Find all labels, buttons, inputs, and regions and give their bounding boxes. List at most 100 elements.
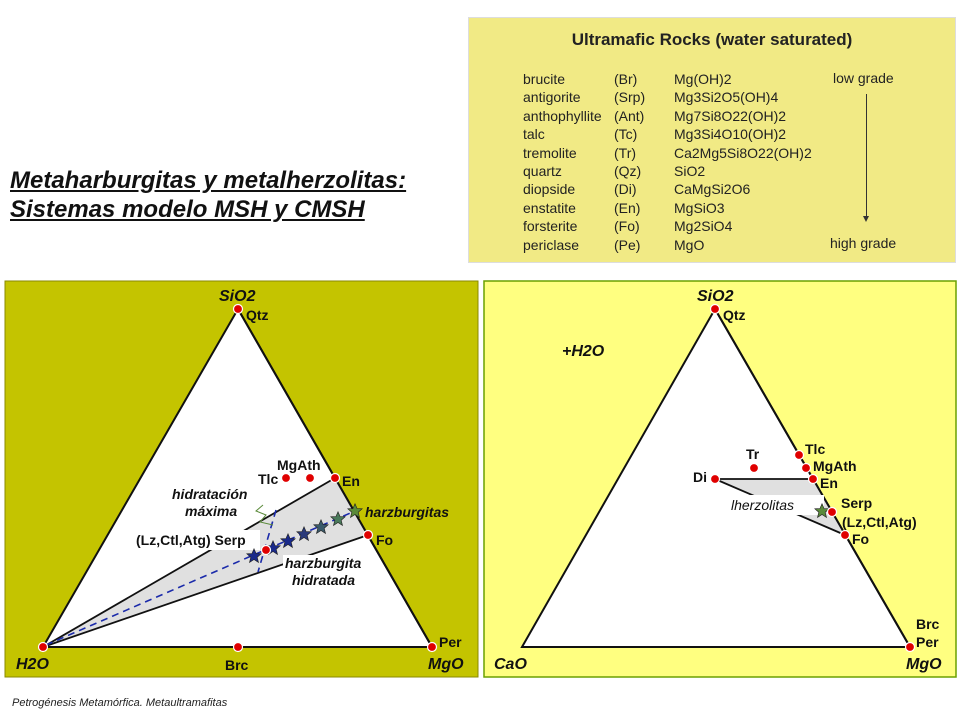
apex-mgo: MgO [428, 656, 464, 673]
slide-title-line1: Metaharburgitas y metalherzolitas: [10, 167, 407, 194]
label-brc: Brc [916, 616, 940, 632]
lherzolitas-label-bg [728, 495, 824, 515]
cmsh-phase-points [709, 303, 916, 653]
mineral-name: diopside [523, 181, 576, 198]
mineral-formula: Mg2SiO4 [674, 218, 733, 235]
label-qtz: Qtz [723, 307, 746, 323]
label-hidratacion: hidratación [172, 486, 247, 502]
point-h2o [37, 641, 49, 653]
label-lherzolitas: lherzolitas [731, 497, 794, 513]
mineral-name: periclase [523, 236, 580, 253]
mineral-abbr: (En) [614, 199, 641, 216]
mineral-abbr: (Br) [614, 71, 638, 87]
label-mgath: MgAth [813, 458, 857, 474]
mineral-name: quartz [523, 163, 562, 179]
label-tlc: Tlc [258, 471, 278, 487]
label-harzburgita: harzburgita [285, 555, 361, 571]
grade-arrow-icon [863, 94, 869, 222]
label-qtz: Qtz [246, 307, 269, 323]
label-per: Per [439, 634, 462, 650]
point-tr [748, 462, 760, 474]
low-grade-label: low grade [833, 70, 894, 86]
mineral-name: anthophyllite [523, 107, 602, 124]
point-per [904, 641, 916, 653]
h2o-en-tieline [42, 477, 336, 648]
mineral-formula: SiO2 [674, 163, 706, 179]
mineral-abbr: (Tc) [614, 126, 638, 143]
point-en [807, 473, 819, 485]
apex-h2o: H2O [16, 656, 49, 673]
mineral-abbr: (Pe) [614, 236, 641, 253]
apex-mgo: MgO [906, 656, 942, 673]
point-serp [260, 544, 272, 556]
mineral-abbr: (Ant) [614, 107, 645, 124]
point-mgath [304, 472, 316, 484]
leader-line [255, 504, 274, 526]
mineral-formula: Ca2Mg5Si8O22(OH)2 [674, 144, 812, 161]
mineral-abbr: (Tr) [614, 144, 637, 161]
footer-text: Petrogénesis Metamórfica. Metaultramafit… [12, 697, 228, 709]
point-tlc [280, 472, 292, 484]
mineral-name: brucite [523, 71, 566, 87]
plus-h2o-note: +H2O [562, 343, 605, 360]
label-fo: Fo [376, 532, 393, 548]
msh-phase-points [37, 303, 438, 653]
hidratada-label-bg [283, 555, 378, 575]
label-en: En [820, 475, 838, 491]
high-grade-label: high grade [830, 235, 897, 251]
label-maxima: máxima [185, 503, 237, 519]
mineral-name: antigorite [523, 89, 581, 106]
label-serp: (Lz,Ctl,Atg) Serp [136, 532, 246, 548]
mineral-name: forsterite [523, 218, 578, 235]
cmsh-diagram: SiO2 CaO MgO +H2O Qtz Tr Di Tlc MgAth En… [483, 280, 957, 678]
mineral-formula: MgSiO3 [674, 199, 725, 216]
slide-title-line2: Sistemas modelo MSH y CMSH [10, 196, 365, 223]
point-fo [362, 529, 374, 541]
apex-sio2: SiO2 [697, 288, 734, 305]
mineral-name: enstatite [523, 199, 576, 216]
point-tlc [793, 449, 805, 461]
mineral-abbr: (Qz) [614, 163, 642, 179]
mineral-abbr: (Di) [614, 181, 637, 198]
mineral-formula: MgO [674, 236, 705, 253]
point-qtz [709, 303, 721, 315]
point-serp [826, 506, 838, 518]
apex-cao: CaO [494, 656, 527, 673]
label-harzburgitas: harzburgitas [365, 504, 449, 520]
mineral-formula: Mg7Si8O22(OH)2 [674, 107, 787, 124]
label-tr: Tr [746, 446, 760, 462]
mineral-name: tremolite [523, 144, 577, 161]
mineral-formula: Mg3Si2O5(OH)4 [674, 89, 779, 106]
label-serp: Serp [841, 495, 872, 511]
point-qtz [232, 303, 244, 315]
mineral-formula: Mg(OH)2 [674, 71, 732, 87]
mineral-abbr: (Fo) [614, 218, 640, 235]
label-en: En [342, 473, 360, 489]
slide-title: Metaharburgitas y metalherzolitas: Siste… [10, 166, 406, 224]
mineral-formula: CaMgSi2O6 [674, 181, 751, 198]
point-per [426, 641, 438, 653]
point-brc [232, 641, 244, 653]
serp-label-bg [134, 530, 260, 550]
label-di: Di [693, 469, 707, 485]
mineral-name: talc [523, 126, 545, 143]
mineral-table: Ultramafic Rocks (water saturated) bruci… [468, 17, 956, 263]
apex-sio2: SiO2 [219, 288, 256, 305]
label-mgath: MgAth [277, 457, 321, 473]
mineral-abbr: (Srp) [614, 89, 646, 106]
hydrated-harzburgite-field [43, 478, 368, 647]
label-serp-varieties: (Lz,Ctl,Atg) [842, 514, 917, 530]
label-hidratada: hidratada [292, 572, 355, 588]
msh-diagram: SiO2 H2O MgO Qtz Tlc MgAth En Fo (Lz,Ctl… [4, 280, 479, 678]
label-per: Per [916, 634, 939, 650]
mineral-table-title: Ultramafic Rocks (water saturated) [571, 30, 853, 49]
label-tlc: Tlc [805, 441, 825, 457]
max-hydration-line [257, 509, 277, 573]
label-fo: Fo [852, 531, 869, 547]
mineral-formula: Mg3Si4O10(OH)2 [674, 126, 787, 143]
point-di [709, 473, 721, 485]
label-brc: Brc [225, 657, 249, 673]
point-mgath [800, 462, 812, 474]
point-en [329, 472, 341, 484]
